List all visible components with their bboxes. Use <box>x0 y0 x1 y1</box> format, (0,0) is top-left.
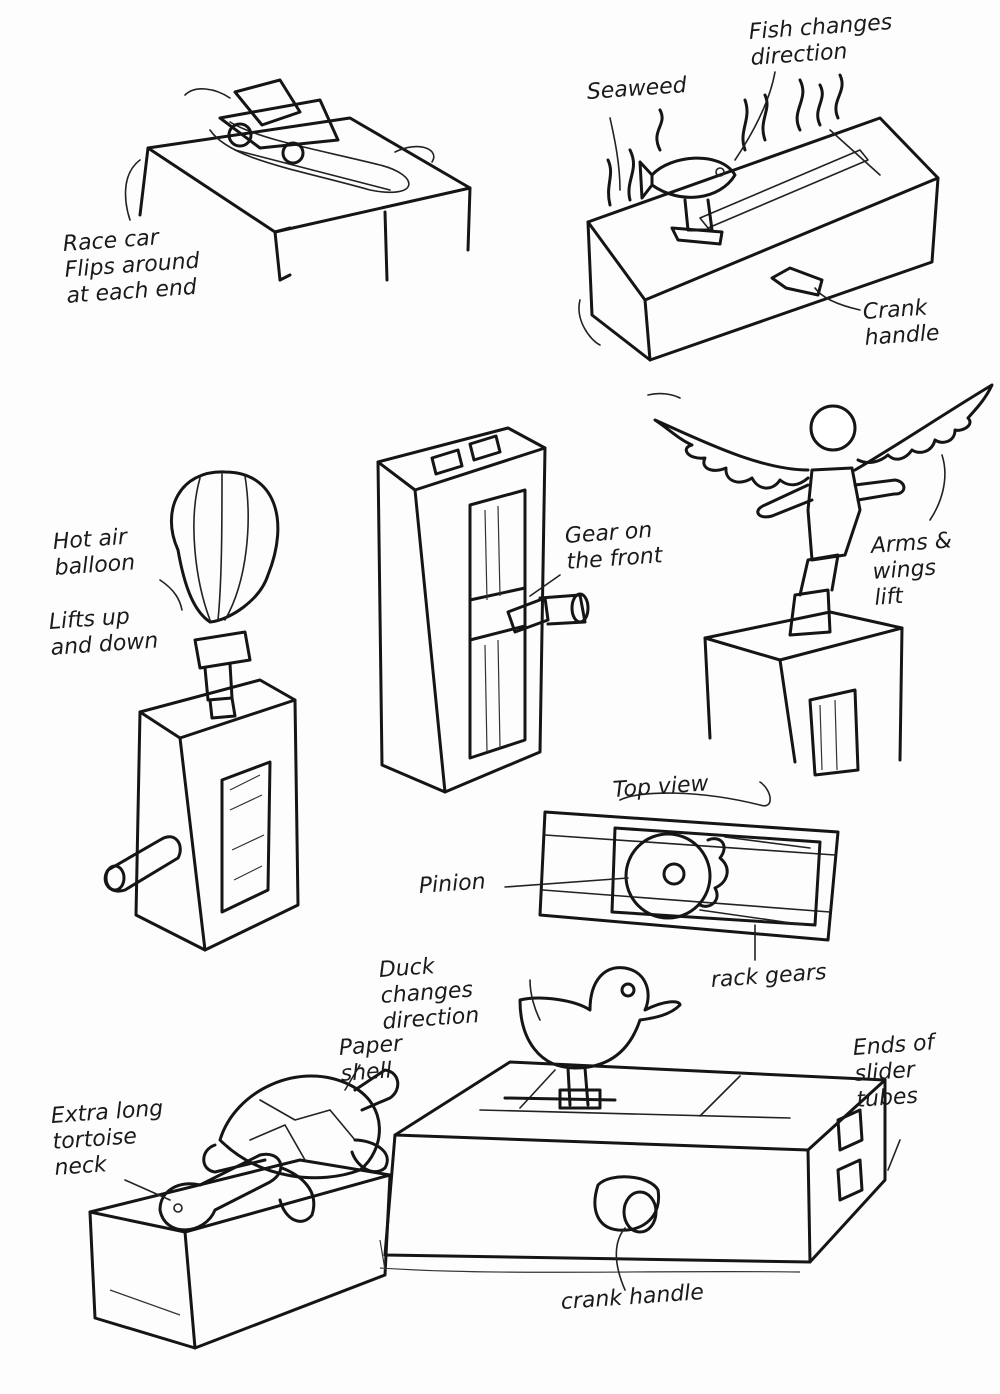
label-lifts: Lifts up and down <box>48 604 160 661</box>
label-hot-air-balloon: Hot air balloon <box>52 524 136 581</box>
label-gear-front: Gear on the front <box>564 517 664 575</box>
duck-box-sketch <box>379 966 887 1273</box>
label-fish: Fish changes direction <box>748 9 893 71</box>
leader-lines <box>124 71 901 1291</box>
label-duck: Duck changes direction <box>378 954 481 1035</box>
label-arms-wings: Arms & wings lift <box>870 528 953 611</box>
race-car-sketch <box>124 78 472 282</box>
label-crank-handle-top: Crank handle <box>862 295 941 351</box>
balloon-box-sketch <box>103 470 300 952</box>
angel-pedestal-sketch <box>647 383 994 777</box>
label-paper-shell: Paper shell <box>338 1031 403 1087</box>
label-tortoise: Extra long tortoise neck <box>50 1096 165 1181</box>
top-view-sketch <box>538 781 840 942</box>
label-ends-slider: Ends of slider tubes <box>852 1030 936 1113</box>
label-pinion: Pinion <box>418 869 487 899</box>
gear-tower-sketch <box>376 426 590 794</box>
label-race-car: Race car Flips around at each end <box>62 225 201 309</box>
